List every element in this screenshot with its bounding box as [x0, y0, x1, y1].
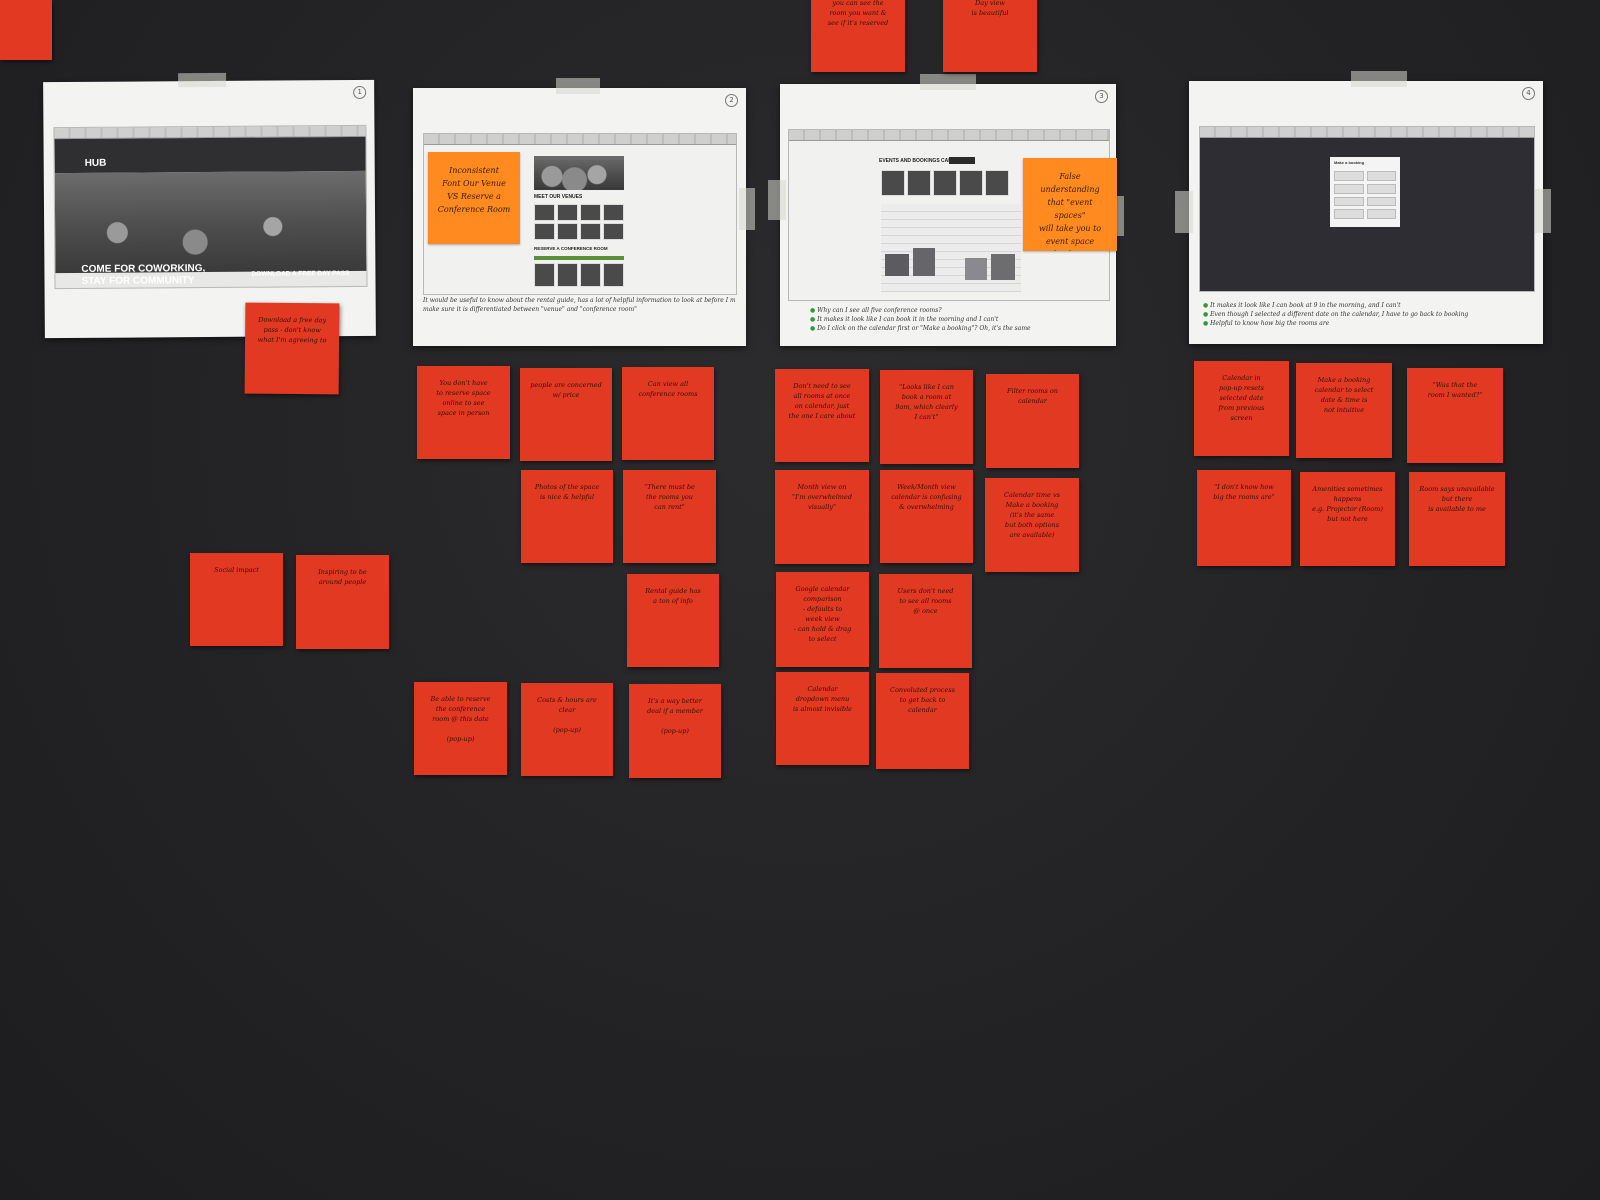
note-line: ● Do I click on the calendar first or "M… — [810, 325, 1031, 332]
page-number-badge: 2 — [725, 94, 738, 107]
red-sticky-note — [0, 0, 52, 60]
red-sticky-note: Google calendar comparison - defaults to… — [776, 572, 869, 667]
red-sticky-note: Can view all conference rooms — [622, 367, 714, 460]
browser-toolbar — [789, 130, 1109, 141]
red-sticky-note: Be able to reserve the conference room @… — [414, 682, 507, 775]
red-sticky-note: "I don't know how big the rooms are" — [1197, 470, 1291, 566]
calendar-event-block — [885, 254, 909, 276]
green-section-bar — [534, 256, 624, 260]
note-line: ● Even though I selected a different dat… — [1203, 311, 1469, 318]
red-sticky-note: "There must be the rooms you can rent" — [623, 470, 716, 563]
red-sticky-note: Rental guide has a ton of info — [627, 574, 719, 667]
browser-toolbar — [1200, 127, 1534, 138]
red-sticky-note: Inspiring to be around people — [296, 555, 389, 649]
orange-sticky-note: False understanding that "event spaces" … — [1023, 158, 1117, 251]
red-sticky-note: Calendar dropdown menu is almost invisib… — [776, 672, 869, 765]
calendar-event-block — [965, 258, 987, 280]
red-sticky-note: Calendar in pop-up resets selected date … — [1194, 361, 1289, 456]
page-number-badge: 3 — [1095, 90, 1108, 103]
red-sticky-note: Costs & hours are clear (pop-up) — [521, 683, 613, 776]
note-line: It would be useful to know about the ren… — [423, 297, 735, 304]
red-sticky-note: You don't have to reserve space online t… — [417, 366, 510, 459]
red-sticky-note: Day view is beautiful — [943, 0, 1037, 72]
handwritten-notes: ● It makes it look like I can book at 9 … — [1203, 301, 1533, 328]
section-meet-our-venues: MEET OUR VENUES — [534, 194, 583, 200]
note-line: ● It makes it look like I can book at 9 … — [1203, 302, 1401, 309]
handwritten-notes: It would be useful to know about the ren… — [423, 296, 735, 314]
tape — [1533, 189, 1551, 233]
homepage-mockup: HUB COME FOR COWORKING, STAY FOR COMMUNI… — [53, 124, 368, 290]
hero-headline-2: STAY FOR COMMUNITY — [81, 275, 195, 287]
red-sticky-note: Social impact — [190, 553, 283, 646]
venue-thumbnails — [534, 204, 624, 240]
red-sticky-note: Room says unavailable but there is avail… — [1409, 472, 1505, 566]
red-sticky-note: you can see the room you want & see if i… — [811, 0, 905, 72]
red-sticky-note: Month view on "I'm overwhelmed visually" — [775, 470, 869, 564]
red-sticky-note: Photos of the space is nice & helpful — [521, 470, 613, 563]
red-sticky-note: Week/Month view calendar is confusing & … — [880, 470, 973, 563]
red-sticky-note: Download a free day pass - don't know wh… — [244, 302, 340, 395]
calendar-page-mockup: EVENTS AND BOOKINGS CALENDAR — [788, 129, 1110, 301]
browser-toolbar — [424, 134, 736, 145]
tape — [768, 180, 786, 220]
calendar-title: EVENTS AND BOOKINGS CALENDAR — [879, 158, 970, 164]
tape — [739, 188, 755, 230]
page-number-badge: 4 — [1522, 87, 1535, 100]
note-line: ● It makes it look like I can book it in… — [810, 316, 999, 323]
tape — [178, 72, 227, 88]
red-sticky-note: Amenities sometimes happens e.g. Project… — [1300, 472, 1395, 566]
red-sticky-note: Users don't need to see all rooms @ once — [879, 574, 972, 668]
room-photo-row — [881, 170, 1009, 196]
calendar-event-block — [913, 248, 935, 276]
hero-cta: DOWNLOAD A FREE DAY PASS — [251, 270, 350, 278]
venue-hero-photo — [534, 156, 624, 190]
room-thumbnails — [534, 263, 624, 287]
red-sticky-note: It's a way better deal if a member (pop-… — [629, 684, 721, 778]
make-booking-button — [949, 157, 975, 164]
orange-sticky-note: Inconsistent Font Our Venue VS Reserve a… — [428, 152, 520, 244]
note-line: make sure it is differentiated between "… — [423, 306, 637, 313]
red-sticky-note: Make a booking calendar to select date &… — [1296, 363, 1392, 458]
red-sticky-note: "Looks like I can book a room at 9am, wh… — [880, 370, 973, 464]
red-sticky-note: Filter rooms on calendar — [986, 374, 1079, 468]
booking-modal-mockup: Make a booking — [1199, 126, 1535, 292]
tape — [556, 78, 600, 94]
red-sticky-note: "Was that the room I wanted?" — [1407, 368, 1503, 463]
red-sticky-note: people are concerned w/ price — [520, 368, 612, 461]
note-line: ● Why can I see all five conference room… — [810, 307, 942, 314]
tape — [1351, 71, 1407, 87]
calendar-event-block — [991, 254, 1015, 280]
tape — [1175, 191, 1193, 233]
red-sticky-note: Calendar time vs Make a booking (it's th… — [985, 478, 1079, 572]
handwritten-notes: ● Why can I see all five conference room… — [810, 306, 1110, 333]
brand-logo-text: HUB — [84, 157, 107, 169]
section-reserve-conference-room: RESERVE A CONFERENCE ROOM — [534, 246, 608, 251]
red-sticky-note: Convoluted process to get back to calend… — [876, 673, 969, 769]
red-sticky-note: Don't need to see all rooms at once on c… — [775, 369, 869, 462]
modal-title: Make a booking — [1334, 160, 1365, 165]
sheet-homepage-screenshot: 1 HUB COME FOR COWORKING, STAY FOR COMMU… — [43, 72, 376, 339]
note-line: ● Helpful to know how big the rooms are — [1203, 320, 1330, 327]
tape — [920, 74, 976, 90]
sheet-booking-modal-screenshot: 4 Make a booking ● It makes it look like… — [1175, 71, 1551, 344]
coworking-hero-photo — [54, 170, 367, 274]
page-number-badge: 1 — [353, 85, 367, 99]
modal-form-fields — [1334, 171, 1396, 219]
hero-headline-1: COME FOR COWORKING, — [81, 263, 206, 275]
